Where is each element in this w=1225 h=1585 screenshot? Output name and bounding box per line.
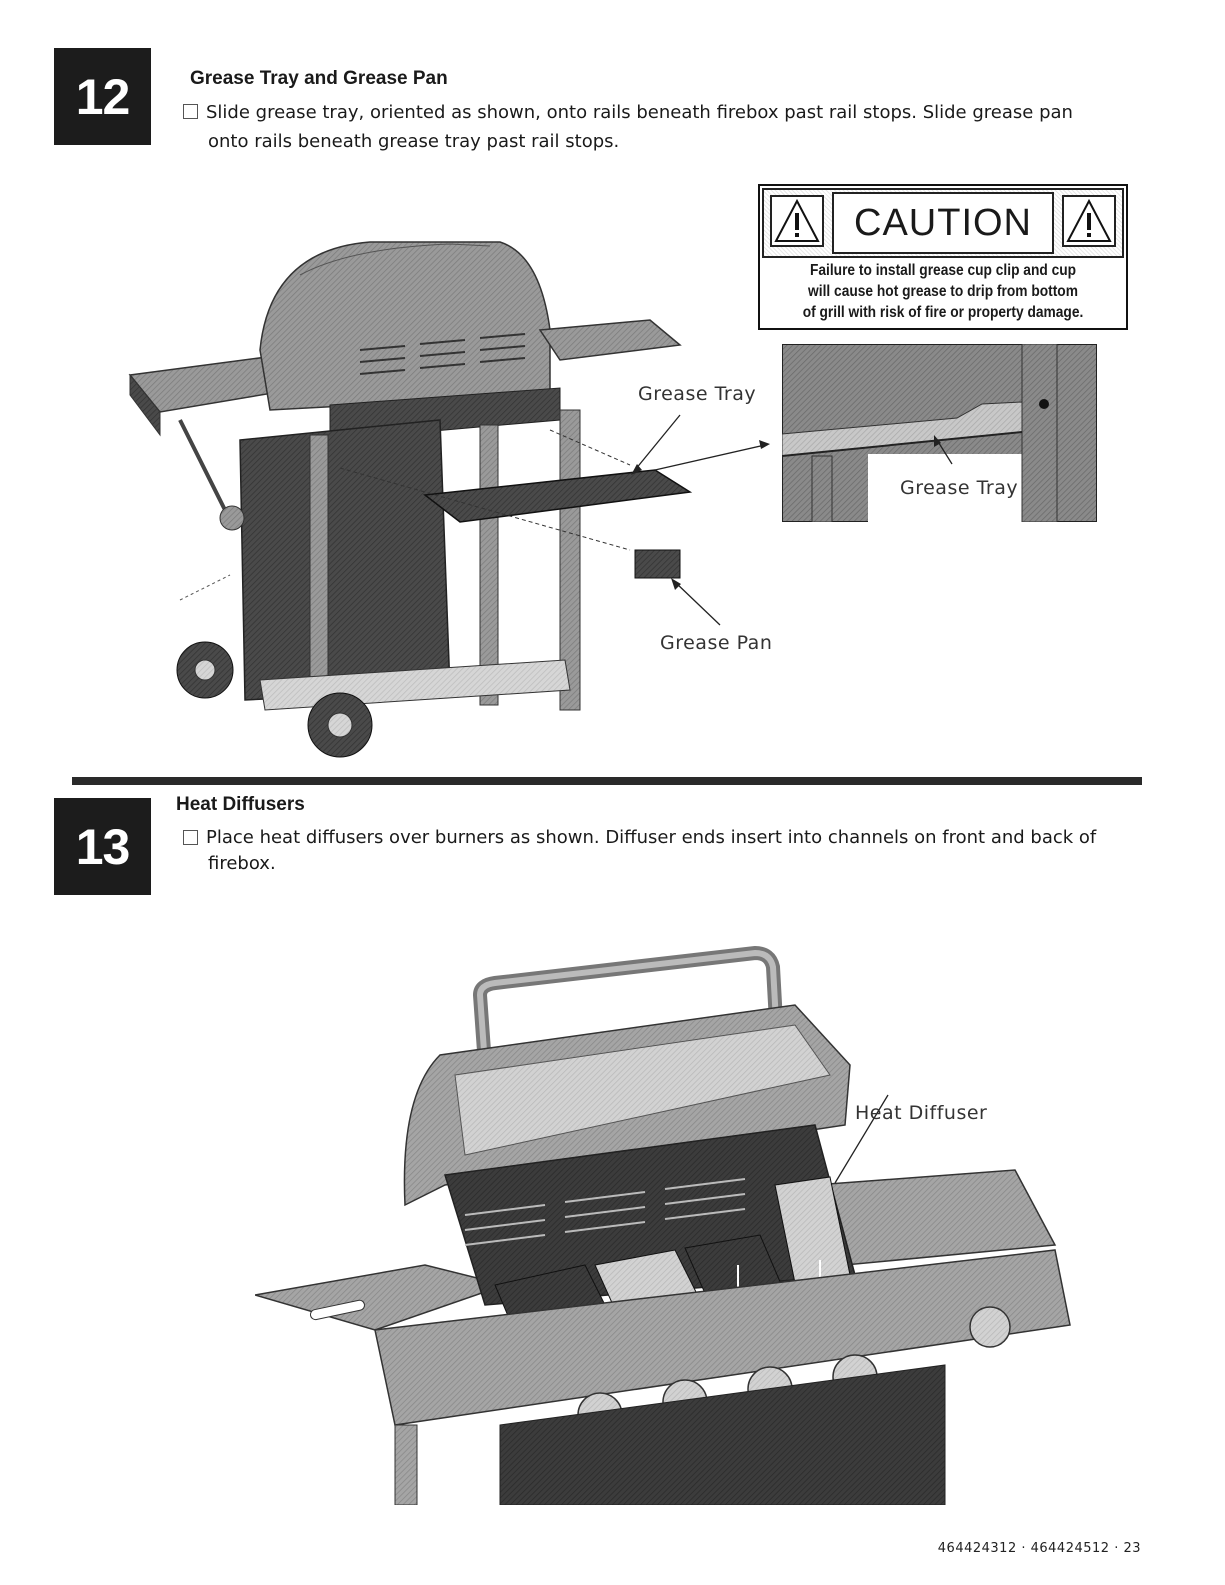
step-13-number: 13 bbox=[75, 818, 131, 875]
step-12-callout-lines bbox=[631, 414, 770, 626]
caution-header: CAUTION bbox=[762, 188, 1124, 258]
caution-message: Failure to install grease cup clip and c… bbox=[789, 260, 1097, 323]
step-12-checkbox-icon[interactable] bbox=[183, 104, 198, 119]
step-12-instruction-line1: Slide grease tray, oriented as shown, on… bbox=[206, 102, 1073, 123]
step-13-instruction-line1: Place heat diffusers over burners as sho… bbox=[206, 827, 1097, 848]
grease-tray-inset-illustration bbox=[782, 344, 1097, 522]
caution-line-3: of grill with risk of fire or property d… bbox=[802, 304, 1084, 321]
caution-line-2: will cause hot grease to drip from botto… bbox=[808, 283, 1078, 300]
step-12-instruction-line2: onto rails beneath grease tray past rail… bbox=[208, 131, 620, 152]
caution-box: CAUTION Failure to install grease cup cl… bbox=[758, 184, 1128, 330]
step-13-title: Heat Diffusers bbox=[176, 794, 305, 815]
caution-line-1: Failure to install grease cup clip and c… bbox=[809, 262, 1077, 279]
section-divider bbox=[72, 777, 1142, 785]
inset-grease-tray-label: Grease Tray bbox=[900, 477, 1019, 499]
warning-triangle-icon bbox=[770, 195, 824, 247]
step-12-number: 12 bbox=[75, 68, 131, 125]
step-12-grill-illustration bbox=[128, 241, 693, 758]
step-13-instruction-line2: firebox. bbox=[208, 853, 276, 874]
step-12-badge: 12 bbox=[54, 48, 151, 145]
step-13-grill-illustration bbox=[255, 945, 1071, 1505]
step-13-checkbox-icon[interactable] bbox=[183, 830, 198, 845]
step-13-badge: 13 bbox=[54, 798, 151, 895]
heat-diffuser-label: Heat Diffuser bbox=[855, 1102, 988, 1124]
grease-pan-label: Grease Pan bbox=[660, 632, 773, 654]
page-footer-reference: 464424312 · 464424512 · 23 bbox=[937, 1541, 1141, 1556]
step-12-title: Grease Tray and Grease Pan bbox=[190, 68, 448, 89]
caution-heading: CAUTION bbox=[832, 192, 1054, 254]
warning-triangle-icon bbox=[1062, 195, 1116, 247]
grease-tray-label: Grease Tray bbox=[638, 383, 757, 405]
